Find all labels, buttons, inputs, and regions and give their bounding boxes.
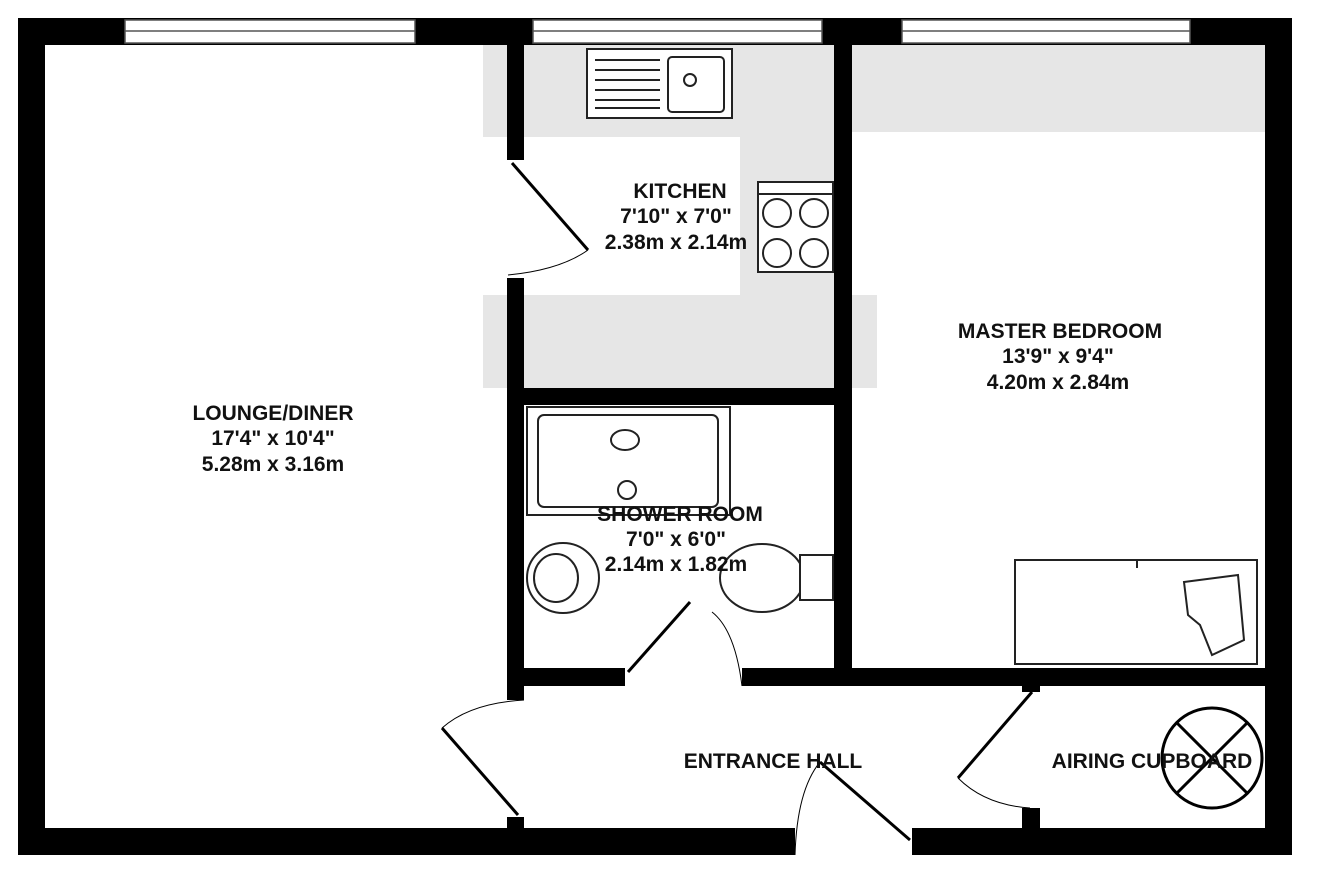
room-size-imperial: 7'10" x 7'0" xyxy=(620,205,732,228)
doors xyxy=(440,162,1034,856)
lounge-label: LOUNGE/DINER 17'4" x 10'4" 5.28m x 3.16m xyxy=(192,402,353,476)
room-name: LOUNGE/DINER xyxy=(192,402,353,425)
room-name: SHOWER ROOM xyxy=(597,503,763,526)
shower-tray-icon xyxy=(526,406,731,516)
room-size-metric: 2.38m x 2.14m xyxy=(605,231,747,254)
room-size-metric: 4.20m x 2.84m xyxy=(987,371,1129,394)
windows xyxy=(124,19,1191,44)
bed-icon xyxy=(1014,559,1258,665)
hob-icon xyxy=(757,181,834,273)
kitchen-sink-icon xyxy=(586,48,733,119)
room-size-imperial: 13'9" x 9'4" xyxy=(1002,345,1114,368)
room-size-metric: 2.14m x 1.82m xyxy=(605,553,747,576)
room-name: MASTER BEDROOM xyxy=(958,320,1162,343)
room-size-imperial: 17'4" x 10'4" xyxy=(211,427,334,450)
hall-label: ENTRANCE HALL xyxy=(684,750,863,773)
toilet-icon xyxy=(719,543,834,613)
room-size-imperial: 7'0" x 6'0" xyxy=(626,528,726,551)
boiler-tank-icon xyxy=(1160,706,1264,810)
room-size-metric: 5.28m x 3.16m xyxy=(202,453,344,476)
shower-label: SHOWER ROOM 7'0" x 6'0" 2.14m x 1.82m xyxy=(597,503,763,576)
basin-icon xyxy=(526,542,600,614)
airing-cupboard-label: AIRING CUPBOARD xyxy=(1052,750,1253,773)
room-name: KITCHEN xyxy=(633,180,726,203)
bedroom-label: MASTER BEDROOM 13'9" x 9'4" 4.20m x 2.84… xyxy=(958,320,1162,394)
kitchen-label: KITCHEN 7'10" x 7'0" 2.38m x 2.14m xyxy=(605,180,747,254)
